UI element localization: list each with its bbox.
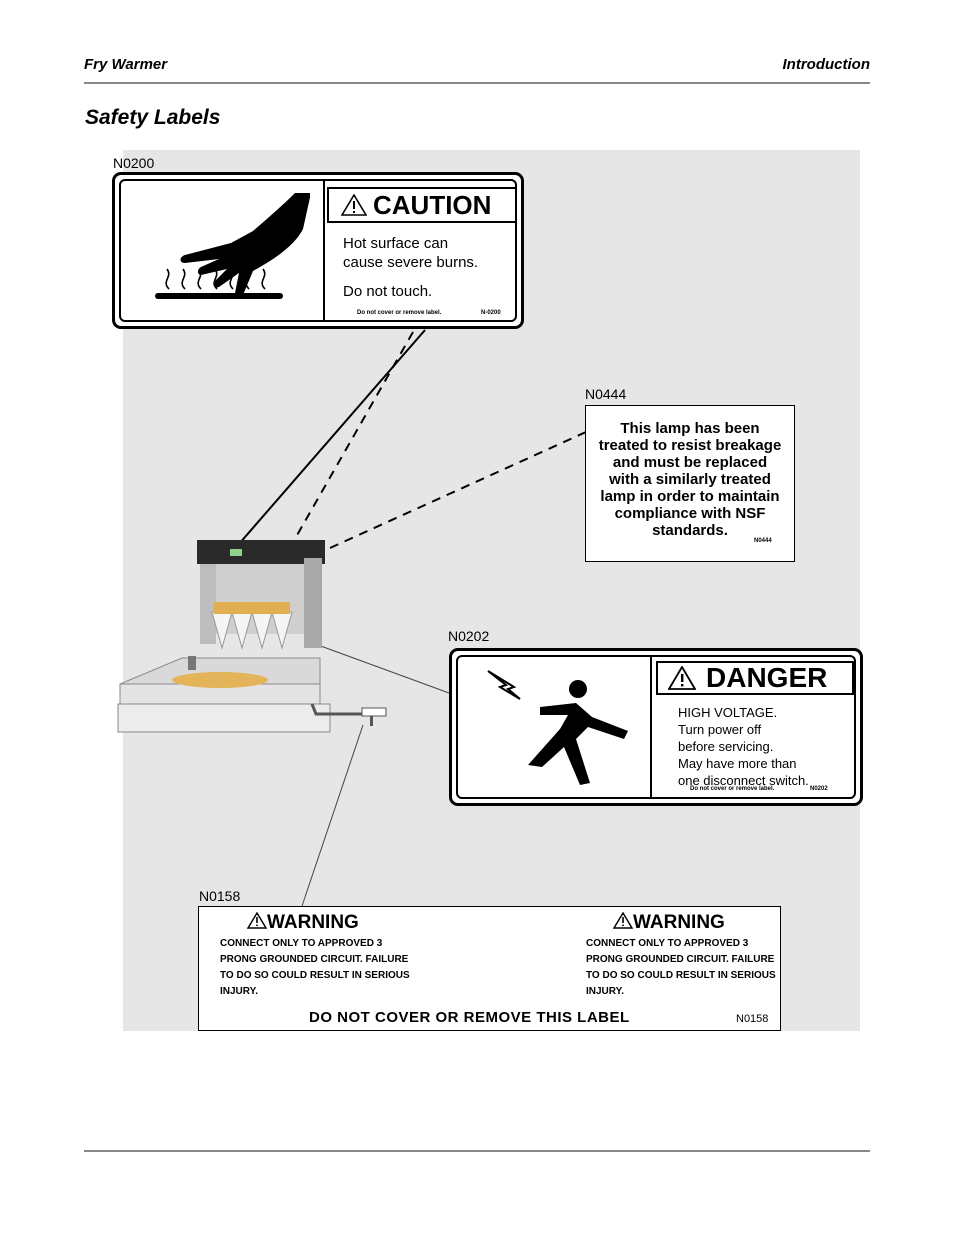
footer-rule	[84, 1150, 870, 1152]
lamp-line: treated to resist breakage	[598, 437, 782, 454]
warning-heading-text: WARNING	[267, 912, 359, 933]
danger-divider	[650, 657, 652, 797]
danger-line: one disconnect switch.	[678, 773, 809, 788]
warning-line: PRONG GROUNDED CIRCUIT. FAILURE	[220, 954, 409, 965]
caution-line-3: Do not touch.	[343, 283, 433, 300]
warning-small-code: N0158	[736, 1013, 769, 1025]
lamp-line: This lamp has been	[620, 420, 760, 437]
caution-line-2: cause severe burns.	[343, 254, 479, 271]
electric-shock-figure-icon	[487, 670, 628, 785]
warning-heading-left: WARNING	[246, 911, 359, 934]
warning-text-right: CONNECT ONLY TO APPROVED 3 PRONG GROUNDE…	[586, 936, 786, 1000]
warning-heading-text: WARNING	[633, 912, 725, 933]
warning-label: WARNING CONNECT ONLY TO APPROVED 3 PRONG…	[198, 906, 781, 1031]
warning-heading-right: WARNING	[612, 911, 725, 934]
label-code-n0200: N0200	[113, 155, 155, 171]
warning-line: PRONG GROUNDED CIRCUIT. FAILURE	[586, 954, 775, 965]
warning-triangle-icon	[341, 194, 367, 216]
label-code-n0444: N0444	[585, 386, 627, 402]
warning-line: INJURY.	[220, 986, 258, 997]
danger-line: before servicing.	[678, 739, 774, 754]
warning-triangle-icon	[612, 911, 634, 929]
label-code-n0202: N0202	[448, 628, 490, 644]
danger-label: DANGER HIGH VOLTAGE. Turn power off befo…	[449, 648, 863, 806]
warning-line: INJURY.	[586, 986, 624, 997]
lamp-line: compliance with NSF	[614, 505, 766, 522]
lamp-small-code: N0444	[754, 538, 772, 544]
danger-line: HIGH VOLTAGE.	[678, 705, 778, 720]
header-right: Introduction	[782, 56, 870, 73]
lamp-line: lamp in order to maintain	[600, 488, 780, 505]
caution-small-note: Do not cover or remove label.	[357, 310, 442, 316]
warning-footer: DO NOT COVER OR REMOVE THIS LABEL	[309, 1009, 630, 1026]
header-left: Fry Warmer	[84, 56, 168, 73]
warning-triangle-icon	[668, 666, 696, 690]
lamp-label: This lamp has been treated to resist bre…	[585, 405, 795, 562]
danger-small-code: N0202	[810, 786, 828, 792]
caution-heading-text: CAUTION	[373, 189, 492, 220]
label-code-n0158: N0158	[199, 888, 241, 904]
danger-line: Turn power off	[678, 722, 762, 737]
danger-line: May have more than	[678, 756, 797, 771]
hot-surface-hand-icon	[155, 193, 310, 299]
header-rule	[84, 82, 870, 84]
warning-line: CONNECT ONLY TO APPROVED 3	[586, 938, 749, 949]
danger-heading: DANGER	[656, 661, 854, 695]
warning-line: TO DO SO COULD RESULT IN SERIOUS	[220, 970, 410, 981]
caution-line-1: Hot surface can	[343, 235, 449, 252]
lamp-line: and must be replaced	[612, 454, 768, 471]
danger-small-note: Do not cover or remove label.	[690, 786, 775, 792]
warning-triangle-icon	[246, 911, 268, 929]
caution-small-code: N-0200	[481, 310, 501, 316]
caution-divider	[323, 181, 325, 320]
lamp-line: with a similarly treated	[609, 471, 771, 488]
warning-text-left: CONNECT ONLY TO APPROVED 3 PRONG GROUNDE…	[220, 936, 420, 1000]
lamp-line: standards.	[652, 522, 728, 539]
warning-line: CONNECT ONLY TO APPROVED 3	[220, 938, 383, 949]
caution-label: CAUTION Hot surface can cause severe bur…	[112, 172, 524, 329]
section-title: Safety Labels	[85, 106, 221, 129]
danger-heading-text: DANGER	[706, 662, 828, 693]
warning-line: TO DO SO COULD RESULT IN SERIOUS	[586, 970, 776, 981]
caution-heading: CAUTION	[327, 187, 517, 223]
